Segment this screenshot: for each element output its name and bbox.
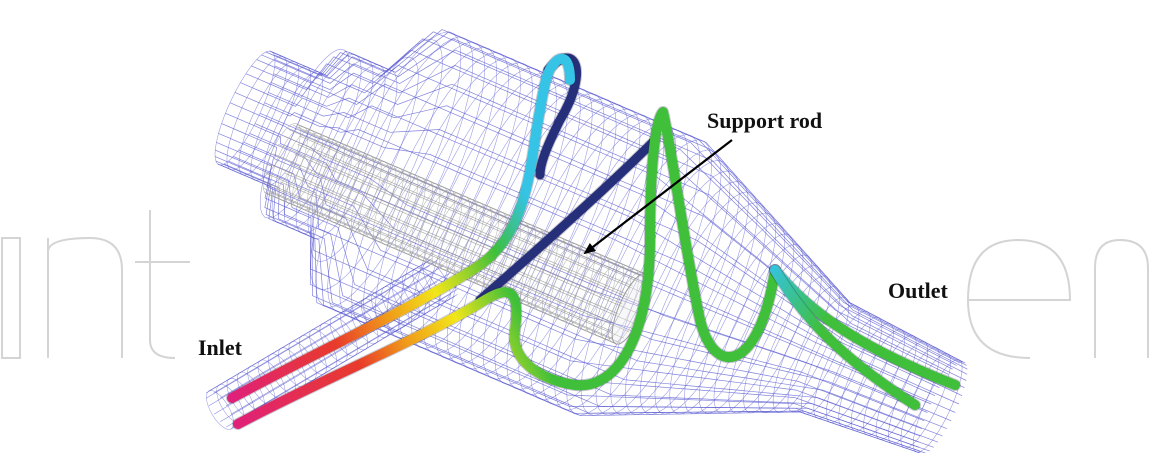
track-outlet-b [770, 265, 920, 410]
track-inlet-lower [233, 107, 780, 429]
particle-tracks [226, 52, 961, 430]
support-rod-arrow [583, 139, 733, 255]
inlet-label: Inlet [198, 335, 242, 360]
track-inlet-upper [227, 53, 575, 403]
support-rod-label: Support rod [707, 108, 823, 133]
track-navy-segment [475, 135, 660, 305]
support-rod-mesh [262, 123, 650, 345]
intechopen-watermark [1, 210, 1149, 359]
outlet-label: Outlet [888, 278, 948, 303]
